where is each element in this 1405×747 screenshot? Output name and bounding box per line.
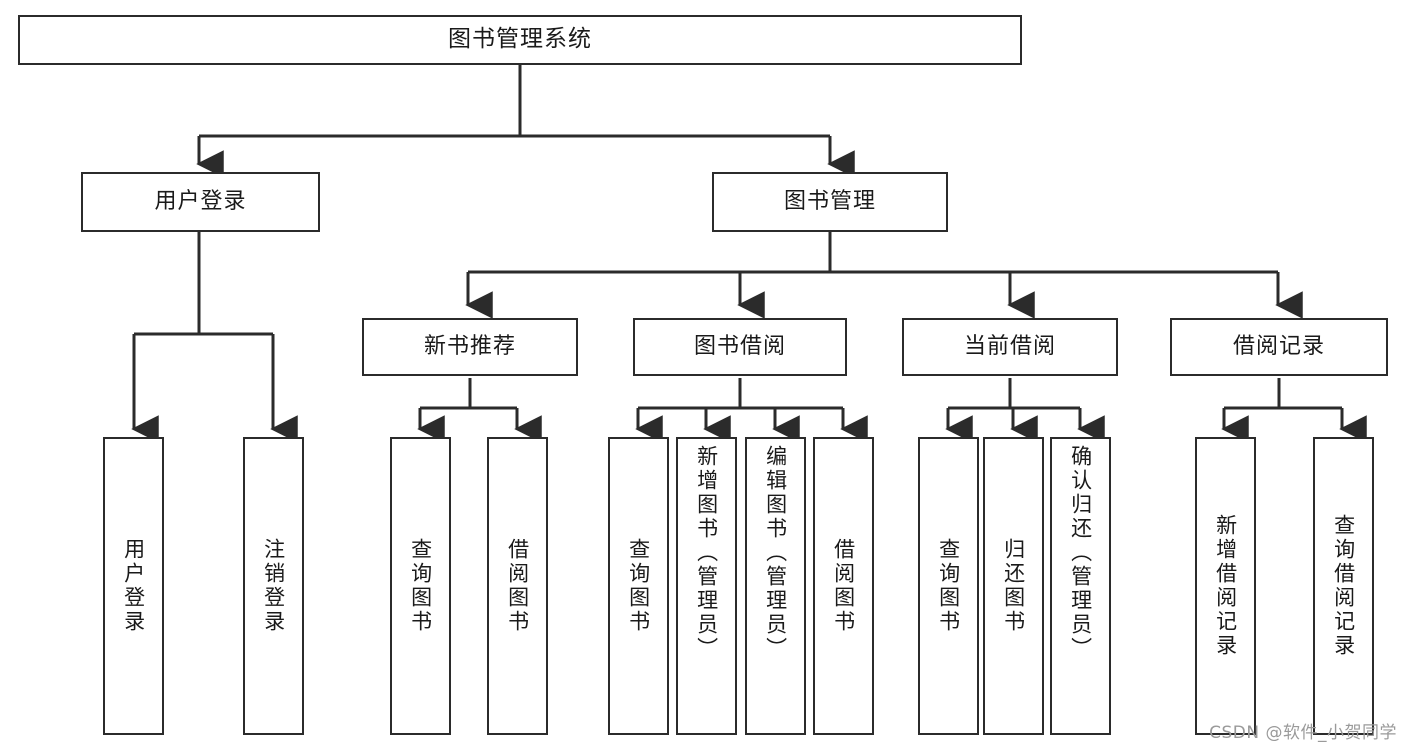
node-leaf-add-book-label: 新增图书（管理员） [694,445,719,661]
node-book-manage[interactable]: 图书管理 [712,172,948,232]
node-leaf-logout[interactable]: 注销登录 [243,437,304,735]
node-leaf-query-book-cur[interactable]: 查询图书 [918,437,979,735]
node-leaf-add-record[interactable]: 新增借阅记录 [1195,437,1256,735]
node-leaf-borrow-book[interactable]: 借阅图书 [813,437,874,735]
node-book-borrow[interactable]: 图书借阅 [633,318,847,376]
node-leaf-user-login-label: 用户登录 [121,538,146,634]
node-user-login[interactable]: 用户登录 [81,172,320,232]
node-leaf-edit-book-label: 编辑图书（管理员） [763,445,788,661]
node-root-label: 图书管理系统 [448,26,592,53]
node-leaf-add-record-label: 新增借阅记录 [1213,514,1238,658]
node-leaf-query-book-borrow[interactable]: 查询图书 [608,437,669,735]
node-leaf-query-book-rec-label: 查询图书 [408,538,433,634]
node-leaf-return-book-label: 归还图书 [1001,538,1026,634]
node-current-borrow-label: 当前借阅 [963,334,1056,360]
node-new-book-recommend[interactable]: 新书推荐 [362,318,578,376]
node-new-book-recommend-label: 新书推荐 [423,334,516,360]
node-current-borrow[interactable]: 当前借阅 [902,318,1118,376]
node-leaf-borrow-book-rec[interactable]: 借阅图书 [487,437,548,735]
node-leaf-query-record-label: 查询借阅记录 [1331,514,1356,658]
node-leaf-user-login[interactable]: 用户登录 [103,437,164,735]
node-book-borrow-label: 图书借阅 [693,334,786,360]
node-leaf-query-book-rec[interactable]: 查询图书 [390,437,451,735]
node-leaf-query-book-cur-label: 查询图书 [936,538,961,634]
node-root[interactable]: 图书管理系统 [18,15,1022,65]
watermark: CSDN @软件_小贺同学 [1209,723,1397,743]
node-leaf-confirm-return[interactable]: 确认归还（管理员） [1050,437,1111,735]
node-leaf-query-book-borrow-label: 查询图书 [626,538,651,634]
node-leaf-add-book[interactable]: 新增图书（管理员） [676,437,737,735]
node-borrow-record[interactable]: 借阅记录 [1170,318,1388,376]
node-leaf-confirm-return-label: 确认归还（管理员） [1068,445,1093,661]
node-user-login-label: 用户登录 [154,189,247,215]
node-borrow-record-label: 借阅记录 [1232,334,1325,360]
node-leaf-borrow-book-label: 借阅图书 [831,538,856,634]
node-leaf-borrow-book-rec-label: 借阅图书 [505,538,530,634]
node-leaf-return-book[interactable]: 归还图书 [983,437,1044,735]
node-leaf-logout-label: 注销登录 [261,538,286,634]
node-leaf-edit-book[interactable]: 编辑图书（管理员） [745,437,806,735]
node-book-manage-label: 图书管理 [783,189,876,215]
node-leaf-query-record[interactable]: 查询借阅记录 [1313,437,1374,735]
